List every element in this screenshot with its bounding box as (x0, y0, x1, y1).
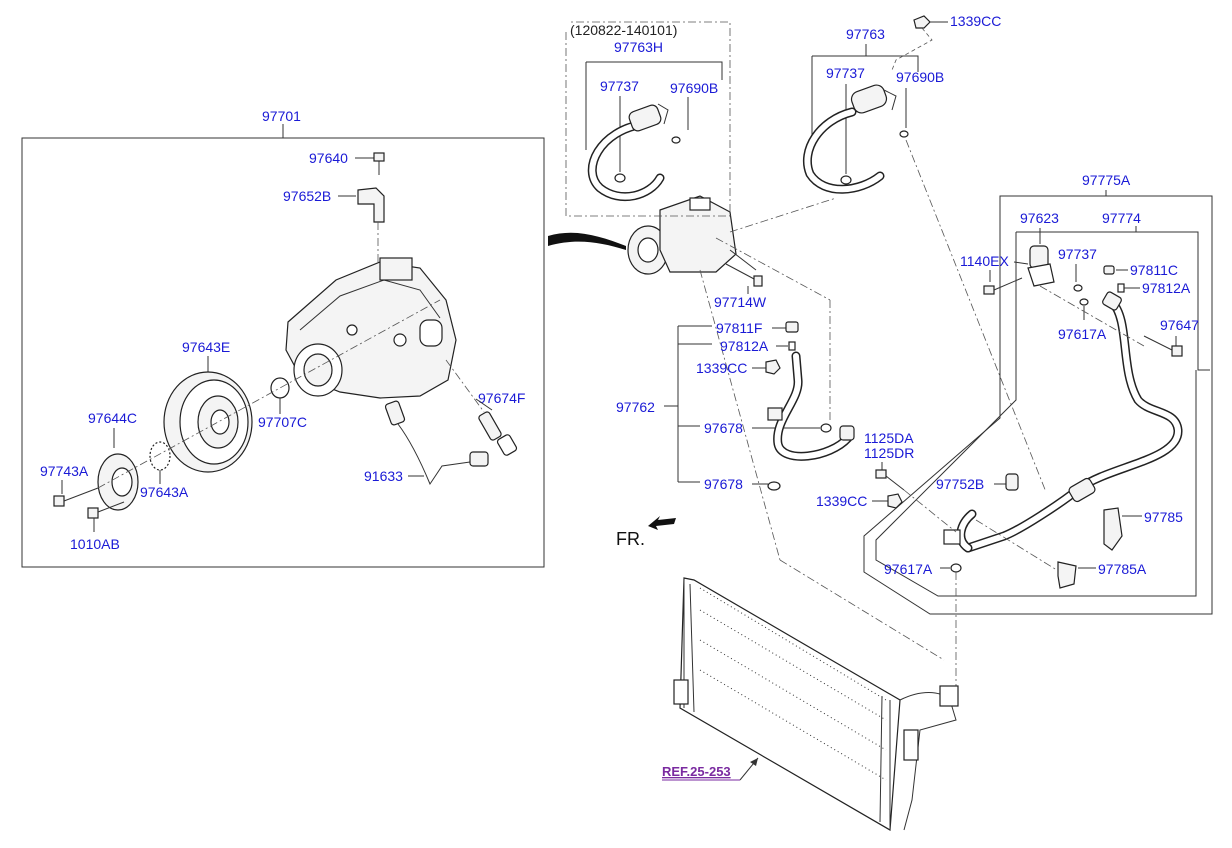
bolt-97743a (53, 487, 99, 507)
label-97812a-a[interactable]: 97812A (720, 338, 769, 354)
label-97811c[interactable]: 97811C (1130, 262, 1178, 278)
label-97640[interactable]: 97640 (309, 150, 348, 166)
cap-97811f (785, 321, 799, 333)
pipe-97774 (943, 291, 1183, 553)
bolt-97647 (1143, 335, 1183, 357)
label-97763h[interactable]: 97763H (614, 39, 663, 55)
hose-97763-group: 97763 97737 97690B 1339CC (802, 13, 1047, 493)
core-97812a-b (1117, 283, 1125, 293)
label-97652b[interactable]: 97652B (283, 188, 331, 204)
nut-1339cc-top (913, 15, 931, 29)
label-1010ab[interactable]: 1010AB (70, 536, 120, 552)
valve-97623 (1027, 245, 1055, 287)
label-97763[interactable]: 97763 (846, 26, 885, 42)
shim-97643a (149, 441, 171, 471)
compressor-group: 97701 97640 97652B 97643E (21, 108, 545, 568)
bracket-97652b (357, 187, 385, 223)
label-97643e[interactable]: 97643E (182, 339, 230, 355)
label-97737-b[interactable]: 97737 (826, 65, 865, 81)
label-1125dr[interactable]: 1125DR (864, 445, 914, 461)
label-97737-c[interactable]: 97737 (1058, 246, 1097, 262)
label-91633[interactable]: 91633 (364, 468, 403, 484)
nut-1339cc-mid (765, 359, 781, 375)
ref-link-25-253[interactable]: REF.25-253 (662, 764, 731, 779)
label-1339cc-top[interactable]: 1339CC (950, 13, 1001, 29)
nut-1339cc-low (887, 493, 903, 509)
label-97707c[interactable]: 97707C (258, 414, 307, 430)
label-97737-a[interactable]: 97737 (600, 78, 639, 94)
frame-97775a (863, 195, 1213, 615)
cap-97811c (1103, 265, 1115, 275)
valve-97674f (478, 411, 518, 456)
bolt-1125da (875, 469, 905, 491)
label-97774[interactable]: 97774 (1102, 210, 1141, 226)
label-1140ex[interactable]: 1140EX (960, 253, 1009, 269)
hose-97763h-group: (120822-140101) 97763H 97737 97690B (565, 21, 731, 217)
label-97617a-low[interactable]: 97617A (884, 561, 933, 577)
valve-97752b (1005, 473, 1019, 491)
bolt-97714w (725, 263, 763, 287)
hose-97763 (802, 84, 909, 194)
core-97812a-a (788, 341, 796, 351)
compressor-body (285, 257, 457, 399)
label-97762[interactable]: 97762 (616, 399, 655, 415)
label-1339cc-mid[interactable]: 1339CC (696, 360, 747, 376)
label-97617a-up[interactable]: 97617A (1058, 326, 1107, 342)
pipe-97762 (767, 351, 855, 461)
condenser (673, 577, 959, 831)
label-97644c[interactable]: 97644C (88, 410, 137, 426)
hose-97763h (587, 103, 681, 202)
pipe-97762-group: 97762 97811F 97812A 1339CC 97678 97678 (616, 320, 855, 492)
label-97690b-b[interactable]: 97690B (896, 69, 944, 85)
label-97743a[interactable]: 97743A (40, 463, 89, 479)
hub-97644c (97, 453, 139, 511)
seal-97707c (270, 377, 290, 399)
bolt-97640 (373, 152, 385, 175)
label-97714w[interactable]: 97714W (714, 294, 767, 310)
pointer-arrow (548, 232, 626, 250)
label-1125da[interactable]: 1125DA (864, 430, 914, 446)
label-97701[interactable]: 97701 (262, 108, 301, 124)
label-97811f[interactable]: 97811F (716, 320, 762, 336)
label-97678-b[interactable]: 97678 (704, 476, 743, 492)
bolt-1140ex (983, 277, 1023, 295)
label-97785a[interactable]: 97785A (1098, 561, 1147, 577)
bracket-97785a (1057, 561, 1077, 589)
label-97647[interactable]: 97647 (1160, 317, 1199, 333)
label-97674f[interactable]: 97674F (478, 390, 525, 406)
pipe-assy-97775a-group: 97775A 97774 97623 1140EX 97737 97811C (863, 172, 1213, 615)
wire-91633 (384, 400, 489, 486)
label-date-range[interactable]: (120822-140101) (570, 22, 677, 38)
bracket-97785 (1103, 507, 1123, 551)
pulley-97643e (163, 371, 253, 473)
compressor-small (627, 195, 737, 275)
label-fr[interactable]: FR. (616, 529, 645, 549)
label-1339cc-low[interactable]: 1339CC (816, 493, 867, 509)
label-97785[interactable]: 97785 (1144, 509, 1183, 525)
label-97678-a[interactable]: 97678 (704, 420, 743, 436)
label-97775a[interactable]: 97775A (1082, 172, 1131, 188)
label-97690b-a[interactable]: 97690B (670, 80, 718, 96)
label-97643a[interactable]: 97643A (140, 484, 189, 500)
label-97812a-b[interactable]: 97812A (1142, 280, 1191, 296)
label-97752b[interactable]: 97752B (936, 476, 984, 492)
label-97623[interactable]: 97623 (1020, 210, 1059, 226)
front-arrow-icon (648, 516, 676, 530)
bolt-1010ab (87, 501, 125, 519)
